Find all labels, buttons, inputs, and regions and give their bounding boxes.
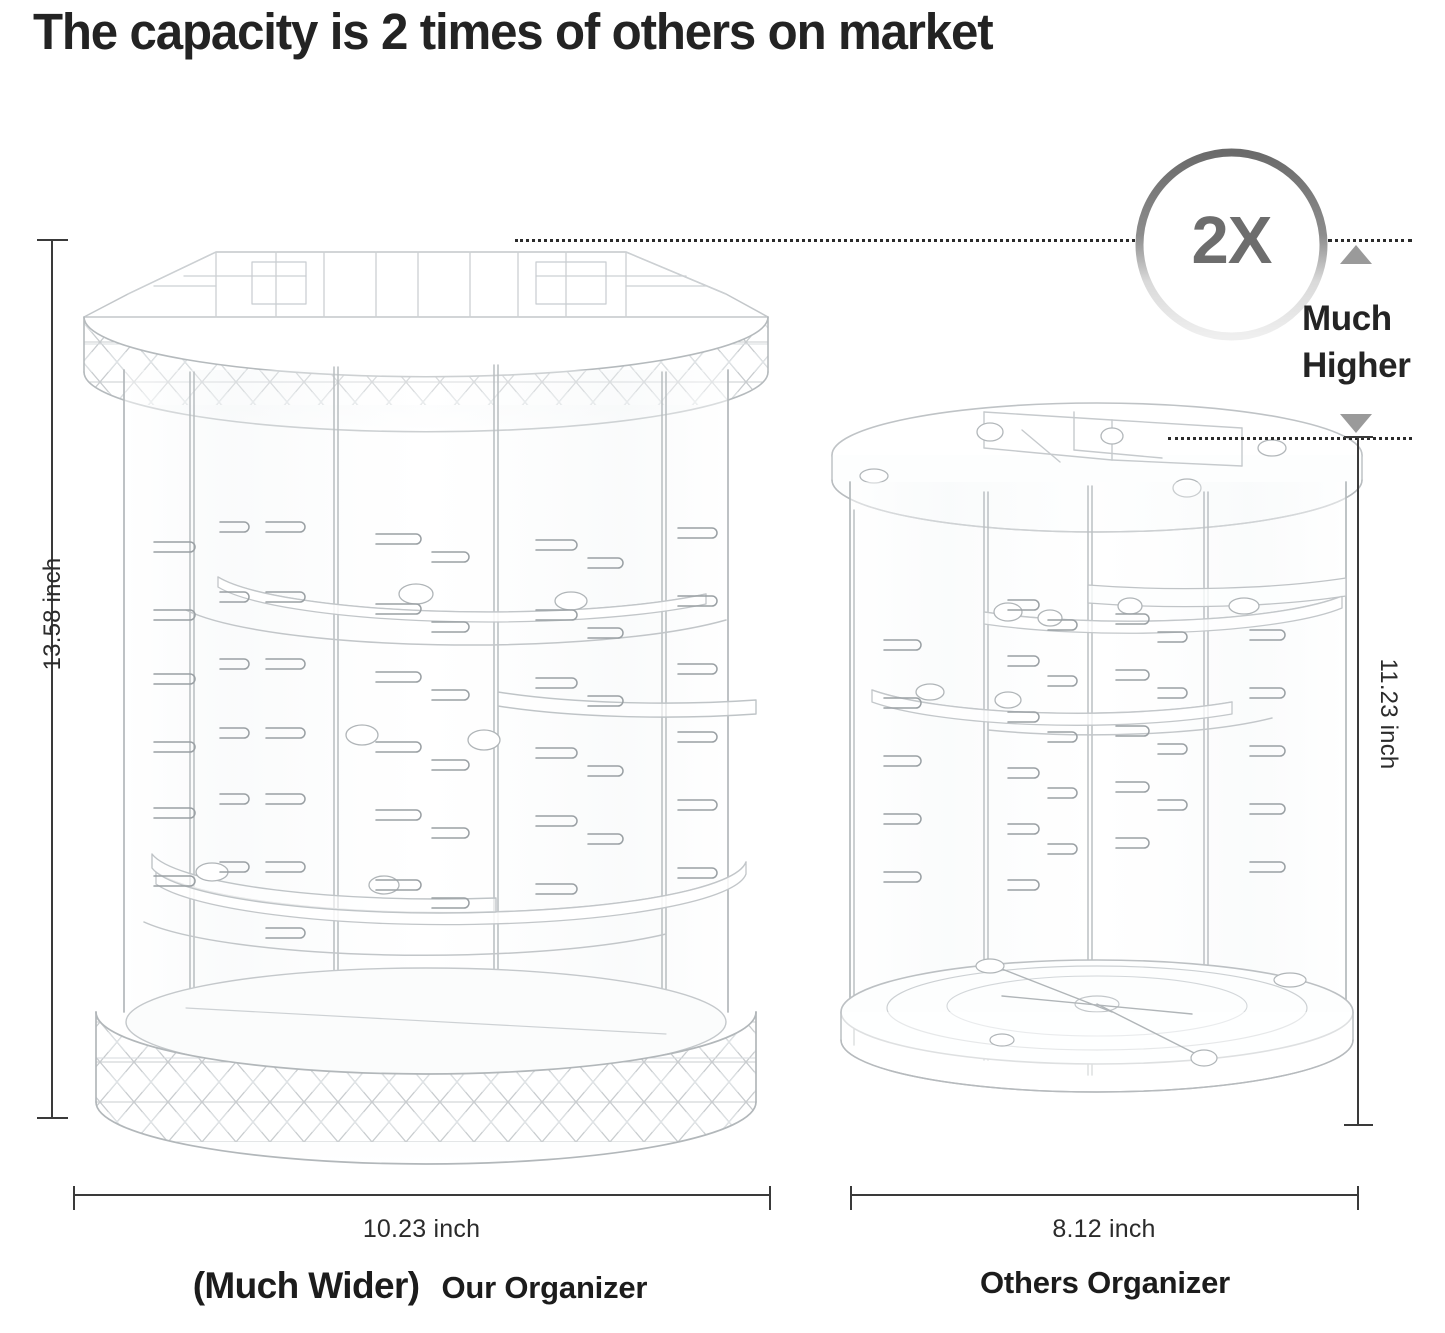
triangle-down-icon bbox=[1340, 414, 1372, 433]
caption-our-organizer-name: Our Organizer bbox=[441, 1270, 648, 1305]
badge-2x: 2X bbox=[1133, 146, 1330, 343]
product-image-others-organizer bbox=[812, 400, 1382, 1160]
height-dimension-label-left: 13.58 inch bbox=[39, 557, 66, 671]
product-image-our-organizer bbox=[66, 222, 786, 1182]
height-dimension-line-left bbox=[51, 240, 53, 1118]
caption-others-organizer: Others Organizer bbox=[979, 1265, 1231, 1300]
caption-much-wider: (Much Wider) bbox=[192, 1265, 420, 1306]
caption-our-organizer: (Much Wider) Our Organizer bbox=[60, 1265, 780, 1307]
width-dimension-line-left bbox=[73, 1194, 770, 1196]
height-dimension-tick-bottom-right bbox=[1344, 1124, 1373, 1126]
width-dimension-line-right bbox=[850, 1194, 1358, 1196]
badge-ring-icon bbox=[1135, 148, 1328, 341]
height-dimension-tick-top-left bbox=[37, 239, 68, 241]
width-dimension-tick-end-right bbox=[1357, 1186, 1359, 1210]
guide-dotted-line-top-right bbox=[1328, 239, 1412, 242]
width-dimension-tick-end-left bbox=[769, 1186, 771, 1210]
triangle-up-icon bbox=[1340, 245, 1372, 264]
width-dimension-tick-start-right bbox=[850, 1186, 852, 1210]
width-dimension-label-right: 8.12 inch bbox=[1052, 1215, 1156, 1243]
page-title: The capacity is 2 times of others on mar… bbox=[33, 3, 994, 60]
guide-dotted-line-top-left bbox=[515, 239, 1140, 242]
width-dimension-label-left: 10.23 inch bbox=[362, 1215, 481, 1243]
height-dimension-tick-top-right bbox=[1344, 436, 1373, 438]
badge-2x-label: 2X bbox=[1191, 203, 1273, 278]
height-dimension-label-right: 11.23 inch bbox=[1375, 658, 1402, 770]
height-dimension-line-right bbox=[1357, 437, 1359, 1125]
much-higher-label: Much Higher bbox=[1302, 299, 1411, 385]
guide-dotted-line-bottom bbox=[1168, 437, 1412, 440]
height-dimension-tick-bottom-left bbox=[37, 1117, 68, 1119]
width-dimension-tick-start-left bbox=[73, 1186, 75, 1210]
